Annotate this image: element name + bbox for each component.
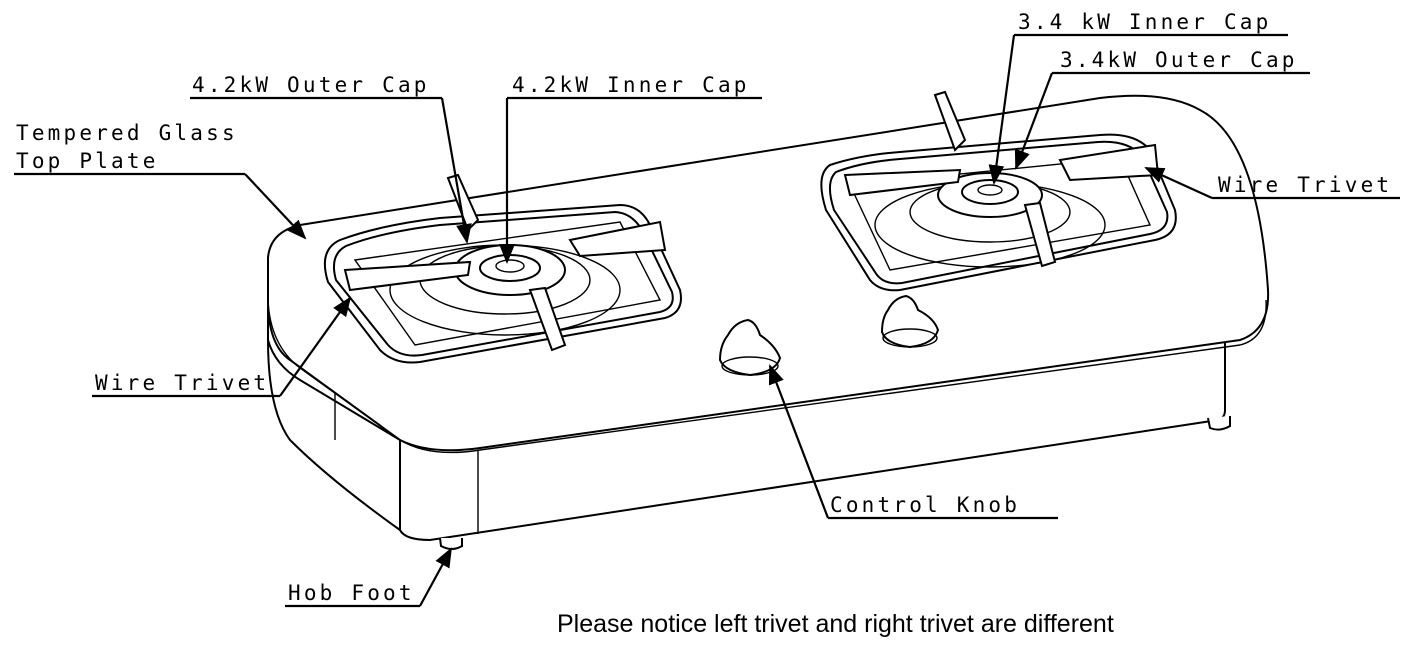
label-left-outer-cap: 4.2kW Outer Cap xyxy=(192,73,430,97)
label-left-inner-cap: 4.2kW Inner Cap xyxy=(512,73,750,97)
label-right-outer-cap: 3.4kW Outer Cap xyxy=(1060,48,1298,72)
label-tempered-glass-line1: Tempered Glass xyxy=(16,121,238,145)
control-knob-right xyxy=(880,294,940,349)
trivet-difference-note: Please notice left trivet and right triv… xyxy=(557,610,1114,638)
left-burner xyxy=(324,173,682,364)
leader-lines xyxy=(14,33,1400,608)
right-burner xyxy=(820,90,1177,292)
label-right-inner-cap: 3.4 kW Inner Cap xyxy=(1018,10,1272,34)
label-right-wire-trivet: Wire Trivet xyxy=(1218,173,1392,197)
label-hob-foot: Hob Foot xyxy=(288,581,415,605)
hob-foot xyxy=(439,537,463,550)
label-tempered-glass-line2: Top Plate xyxy=(16,149,159,173)
label-left-wire-trivet: Wire Trivet xyxy=(95,371,269,395)
label-control-knob: Control Knob xyxy=(830,493,1020,517)
